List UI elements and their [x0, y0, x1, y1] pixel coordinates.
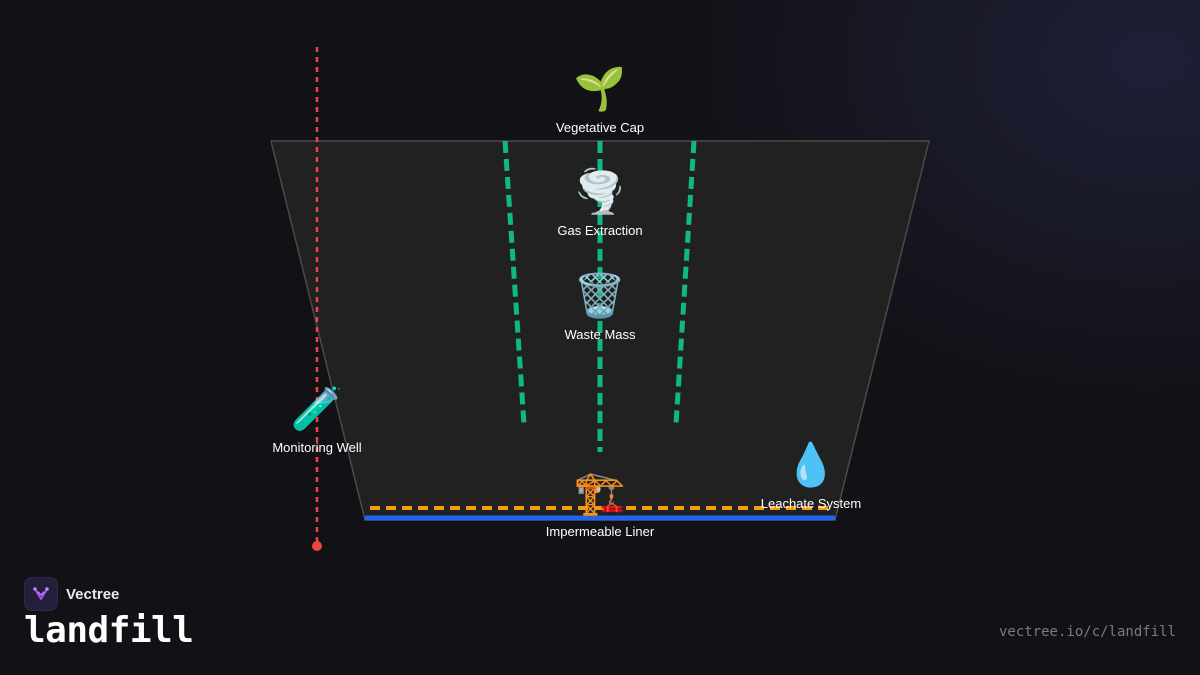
monitoring-well-end	[312, 541, 322, 551]
brand: Vectree	[24, 577, 119, 611]
tornado-icon: 🌪️	[573, 170, 627, 216]
brand-name: Vectree	[66, 585, 120, 603]
seedling-icon: 🌱	[573, 67, 627, 113]
test-tube-icon: 🧪	[290, 387, 344, 433]
impermeable-liner-node: 🏗️ Impermeable Liner	[520, 468, 680, 539]
gas-well-right	[673, 140, 697, 425]
vectree-logo-icon	[24, 577, 58, 611]
source-url[interactable]: vectree.io/c/landfill	[998, 624, 1176, 640]
monitoring-well-label: Monitoring Well	[272, 440, 362, 455]
gas-extraction-label: Gas Extraction	[557, 223, 643, 238]
droplet-icon: 💧	[784, 443, 838, 489]
waste-mass-label: Waste Mass	[564, 327, 636, 342]
waste-mass-node: 🗑️ Waste Mass	[520, 271, 680, 342]
leachate-system-label: Leachate System	[760, 496, 862, 511]
vegetative-cap-node: 🌱 Vegetative Cap	[520, 64, 680, 135]
vegetative-cap-label: Vegetative Cap	[555, 120, 645, 135]
gas-well-left	[502, 140, 527, 425]
leachate-system-node: 💧 Leachate System	[731, 440, 891, 511]
crane-icon: 🏗️	[573, 471, 627, 517]
wastebasket-icon: 🗑️	[573, 274, 627, 320]
page-title: landfill	[24, 610, 194, 651]
impermeable-liner-label: Impermeable Liner	[545, 524, 655, 539]
monitoring-well-node: 🧪 Monitoring Well	[237, 384, 397, 455]
gas-extraction-node: 🌪️ Gas Extraction	[520, 167, 680, 238]
